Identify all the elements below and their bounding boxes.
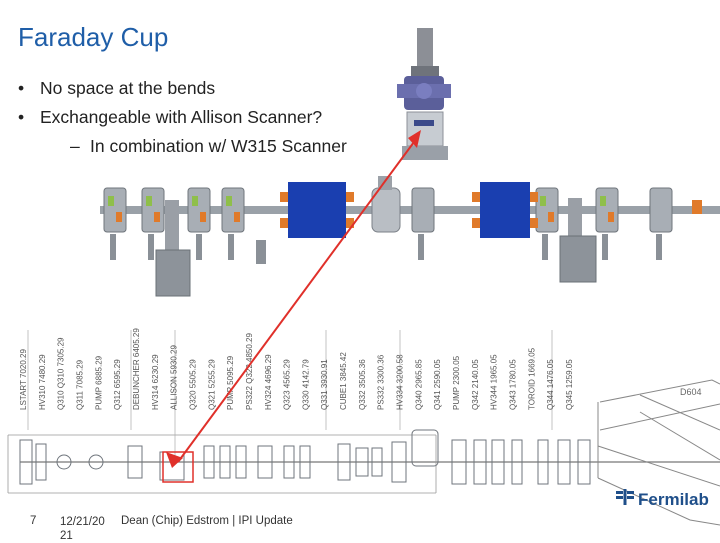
element-label: Q320 5505.29 — [188, 359, 197, 410]
slide-title: Faraday Cup — [18, 22, 169, 52]
element-label: HV334 3200.58 — [396, 354, 405, 410]
upper-beamline-render — [100, 176, 720, 297]
bullet-symbol: • — [18, 78, 25, 98]
element-label: Q331 3930.91 — [320, 359, 329, 410]
element-label: Q343 1780.05 — [509, 359, 518, 410]
element-label: Q340 2965.85 — [414, 359, 423, 410]
element-label: Q332 3505.36 — [358, 359, 367, 410]
date-line: 21 — [60, 530, 73, 542]
element-label: PUMP 6885.29 — [94, 355, 103, 410]
element-label: PUMP 5095.29 — [226, 355, 235, 410]
date-line: 12/21/20 — [60, 516, 105, 528]
beamline-element-labels: LSTART 7020.29 HV310 7480.29 Q310 Q310 730… — [19, 328, 574, 410]
element-label: Q323 4565.29 — [283, 359, 292, 410]
footer-date: 12/21/20 21 — [60, 515, 120, 543]
sub-bullet-symbol: – — [70, 136, 80, 156]
bullet-text: No space at the bends — [40, 78, 216, 98]
element-label: Q312 6595.29 — [113, 359, 122, 410]
element-label: Q311 7085.29 — [75, 359, 84, 410]
footer-author: Dean (Chip) Edstrom | IPI Update — [121, 515, 293, 527]
element-label: CUBE1 3845.42 — [339, 352, 348, 410]
location-arrow — [162, 130, 421, 483]
element-label: DEBUNCHER 6405.29 — [132, 328, 141, 410]
sub-bullet-text: In combination w/ W315 Scanner — [90, 136, 347, 156]
element-label: PS322 Q322 4850.29 — [245, 332, 254, 410]
element-label: Q321 5255.29 — [207, 359, 216, 410]
element-label: HV310 7480.29 — [38, 354, 47, 410]
element-label: HV344 1965.05 — [490, 354, 499, 410]
lower-beamline-drawing: D604 — [7, 330, 720, 526]
page-number: 7 — [30, 515, 37, 527]
element-label: TOROID 1669.05 — [527, 347, 536, 410]
element-label: HV314 6230.29 — [151, 354, 160, 410]
element-label: PUMP 2300.05 — [452, 355, 461, 410]
bullet-text: Exchangeable with Allison Scanner? — [40, 107, 323, 127]
element-label: Q330 4142.79 — [301, 359, 310, 410]
logo-text: Fermilab — [638, 490, 709, 509]
element-label: Q310 Q310 7305.29 — [57, 337, 66, 410]
element-label: PS332 3300.36 — [377, 354, 386, 410]
element-label: HV324 4696.29 — [264, 354, 273, 410]
element-label: Q344 1476.05 — [546, 359, 555, 410]
sub-bullet-item: –In combination w/ W315 Scanner — [70, 136, 347, 157]
element-label: Q345 1259.05 — [565, 359, 574, 410]
bullet-symbol: • — [18, 107, 25, 127]
element-label: LSTART 7020.29 — [19, 349, 28, 410]
bullet-item: • Exchangeable with Allison Scanner? — [18, 107, 322, 128]
element-label: ALLISON 5930.29 — [170, 345, 179, 410]
element-label: Q342 2140.05 — [471, 359, 480, 410]
bullet-item: • No space at the bends — [18, 78, 215, 99]
element-label: Q341 2590.05 — [433, 359, 442, 410]
fermilab-logo-icon — [616, 489, 638, 510]
fermilab-logo: Fermilab — [616, 489, 709, 510]
faraday-cup-render — [397, 28, 451, 160]
bend-label: D604 — [680, 387, 702, 397]
